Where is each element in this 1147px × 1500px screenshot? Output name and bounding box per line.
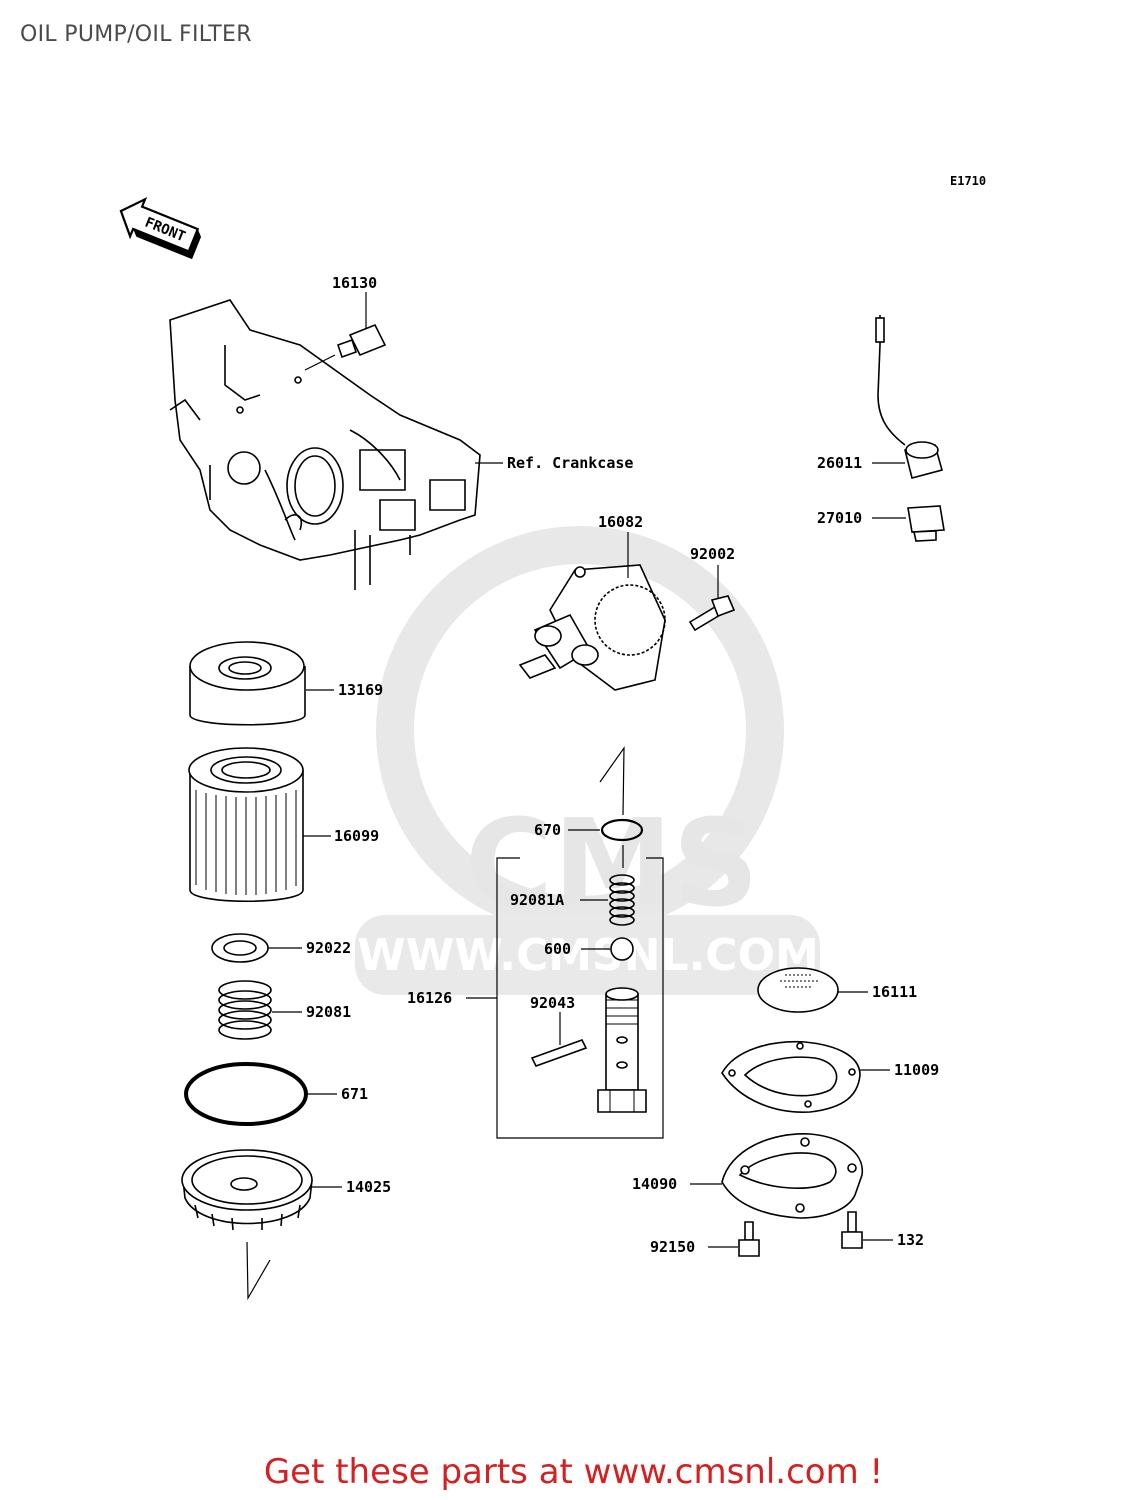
diagram-code: E1710 (950, 174, 986, 188)
label-11009: 11009 (894, 1061, 939, 1079)
label-92043: 92043 (530, 994, 575, 1012)
label-600: 600 (544, 940, 571, 958)
part-670-o-ring (600, 818, 644, 842)
label-92081: 92081 (306, 1003, 351, 1021)
label-16130: 16130 (332, 274, 377, 292)
part-16082-oil-pump (518, 564, 666, 691)
assembly-line-upper (599, 746, 625, 816)
watermark-url: WWW.CMSNL.COM (357, 930, 819, 981)
part-13169-filter-cap (189, 641, 306, 726)
watermark: CMS WWW.CMSNL.COM (355, 526, 820, 995)
label-27010: 27010 (817, 509, 862, 527)
label-16099: 16099 (334, 827, 379, 845)
part-11009-gasket (721, 1040, 861, 1113)
part-92002-bolt (688, 595, 736, 632)
part-92043-pin (530, 1039, 588, 1067)
label-132: 132 (897, 1231, 924, 1249)
ref-crankcase-label: Ref. Crankcase (507, 454, 633, 472)
label-92150: 92150 (650, 1238, 695, 1256)
label-16126: 16126 (407, 989, 452, 1007)
part-671-o-ring (184, 1062, 308, 1126)
part-92081-spring (218, 980, 272, 1040)
label-16111: 16111 (872, 983, 917, 1001)
part-27010-switch (907, 505, 945, 542)
watermark-url-band (355, 915, 820, 995)
bracket-16126 (496, 857, 664, 1139)
part-92150-bolt (738, 1221, 760, 1257)
crankcase-drawing (169, 299, 481, 590)
part-14090-pump-cover (721, 1133, 864, 1219)
part-132-bolt (841, 1211, 863, 1249)
label-14090: 14090 (632, 1175, 677, 1193)
label-92022: 92022 (306, 939, 351, 957)
part-14025-filter-cover (181, 1149, 313, 1231)
front-arrow: FRONT (119, 196, 202, 260)
label-92081A: 92081A (510, 891, 564, 909)
page-title: OIL PUMP/OIL FILTER (20, 22, 252, 47)
part-16130-fitting (336, 323, 387, 359)
part-600-ball (610, 937, 634, 961)
part-92081A-spring (609, 874, 635, 926)
part-16099-filter-element (188, 747, 304, 903)
part-92022-washer (211, 933, 269, 963)
label-26011: 26011 (817, 454, 862, 472)
footer-link-text[interactable]: Get these parts at www.cmsnl.com ! (263, 1452, 884, 1492)
part-16111-strainer (757, 967, 839, 1013)
label-92002: 92002 (690, 545, 735, 563)
part-relief-valve-body (597, 987, 647, 1113)
watermark-brand: CMS (465, 795, 759, 934)
label-16082: 16082 (598, 513, 643, 531)
label-14025: 14025 (346, 1178, 391, 1196)
part-26011-sensor (875, 315, 943, 479)
label-13169: 13169 (338, 681, 383, 699)
label-670: 670 (534, 821, 561, 839)
assembly-line-lower (246, 1241, 271, 1301)
label-671: 671 (341, 1085, 368, 1103)
